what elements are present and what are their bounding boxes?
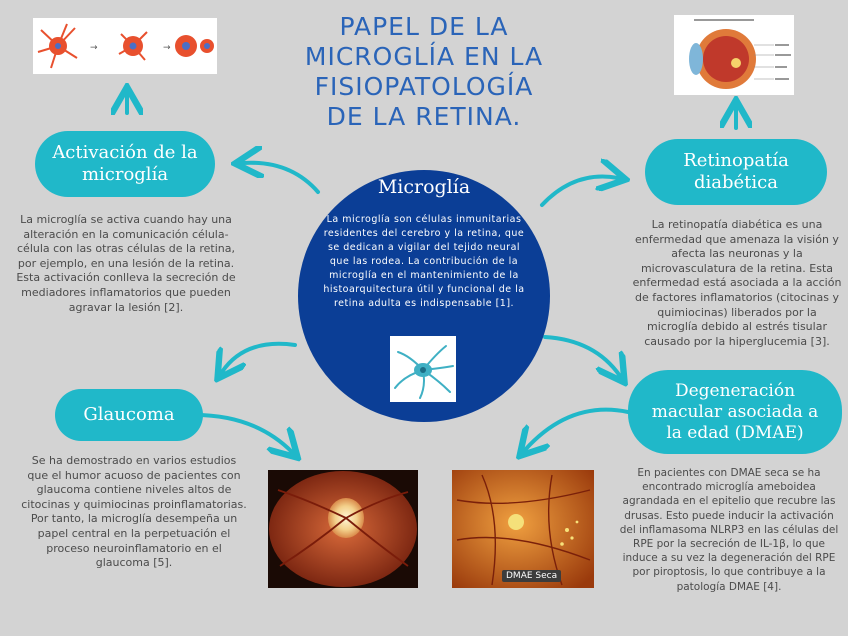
microglia-cell-image xyxy=(390,336,456,402)
microglia-stages-icon: → → xyxy=(37,23,214,69)
microglia-cell-icon xyxy=(394,345,454,399)
activation-label: Activación de la microglía xyxy=(35,131,215,197)
arrow-to-diabetic xyxy=(540,177,618,207)
eye-anatomy-image xyxy=(674,15,794,95)
eye-icon xyxy=(689,19,791,89)
arrow-to-amd xyxy=(543,335,620,376)
diabetic-label: Retinopatía diabética xyxy=(645,139,827,205)
arrow-amd-to-image xyxy=(525,407,630,450)
diabetic-text: La retinopatía diabética es una enfermed… xyxy=(632,218,842,348)
amd-fundus-image: DMAE Seca xyxy=(452,470,594,588)
optic-disc-photo-icon xyxy=(269,471,417,587)
glaucoma-label: Glaucoma xyxy=(55,389,203,441)
microglia-heading: Microglía xyxy=(377,176,471,198)
arrow-glaucoma-to-image xyxy=(193,413,292,452)
microglia-text: La microglía son células inmunitarias re… xyxy=(323,214,525,309)
amd-text: En pacientes con DMAE seca se ha encontr… xyxy=(619,467,839,593)
arrow-to-activation xyxy=(243,163,320,194)
activation-text: La microglía se activa cuando hay una al… xyxy=(16,213,236,314)
glaucoma-text: Se ha demostrado en varios estudios que … xyxy=(21,454,247,570)
page-title: PAPEL DE LA MICROGLÍA EN LA FISIOPATOLOG… xyxy=(304,12,544,131)
svg-text:→: → xyxy=(90,43,98,53)
macula-photo-icon xyxy=(452,470,594,588)
svg-text:→: → xyxy=(163,43,171,53)
arrow-to-glaucoma xyxy=(222,341,297,372)
amd-label: Degeneración macular asociada a la edad … xyxy=(628,370,842,454)
amd-image-caption: DMAE Seca xyxy=(502,570,562,582)
glaucoma-fundus-image xyxy=(268,470,418,588)
microglia-activation-image: → → xyxy=(33,18,217,74)
